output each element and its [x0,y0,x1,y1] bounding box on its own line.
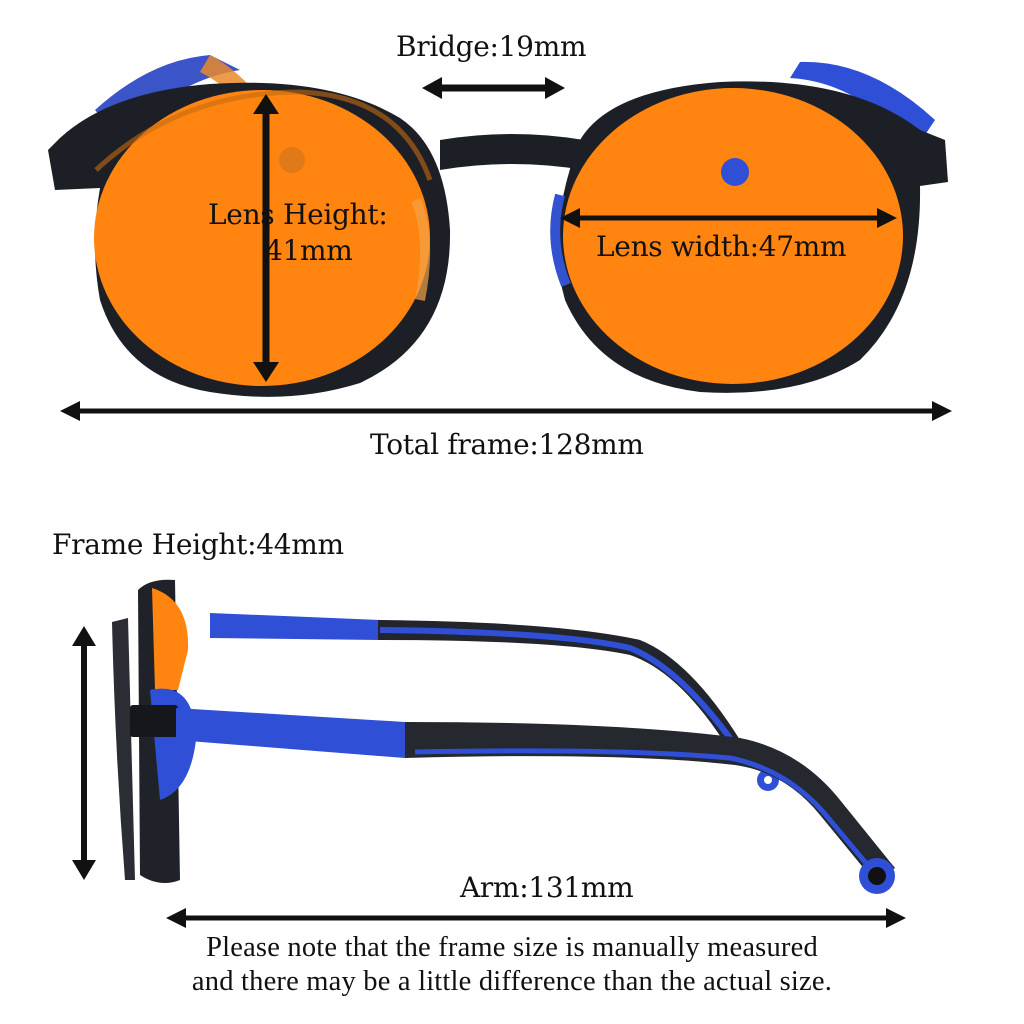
side-frame-front [112,579,196,884]
bridge [440,134,584,170]
disclaimer-note-line2: and there may be a little difference tha… [191,966,833,997]
total-frame-arrow [60,401,952,421]
frame-height-label: Frame Height:44mm [52,528,344,561]
total-frame-label: Total frame:128mm [370,428,644,461]
lens-height-arrow [253,94,279,382]
arm-label: Arm:131mm [460,871,634,904]
left-temple-tip [279,147,305,173]
far-temple [210,613,779,791]
right-frame-rim [550,81,948,393]
lens-height-label-line2: 41mm [265,234,353,267]
disclaimer-note-line1: Please note that the frame size is manua… [206,932,818,963]
bridge-label: Bridge:19mm [396,30,587,63]
lens-width-arrow [560,208,897,228]
lens-width-label: Lens width:47mm [596,230,847,263]
left-frame-rim [48,82,451,397]
arm-arrow [166,908,906,928]
near-temple [176,708,895,894]
frame-height-arrow [72,626,96,880]
bridge-arrow [422,77,565,99]
right-temple-tip [721,158,749,186]
lens-height-label-line1: Lens Height: [208,198,388,231]
